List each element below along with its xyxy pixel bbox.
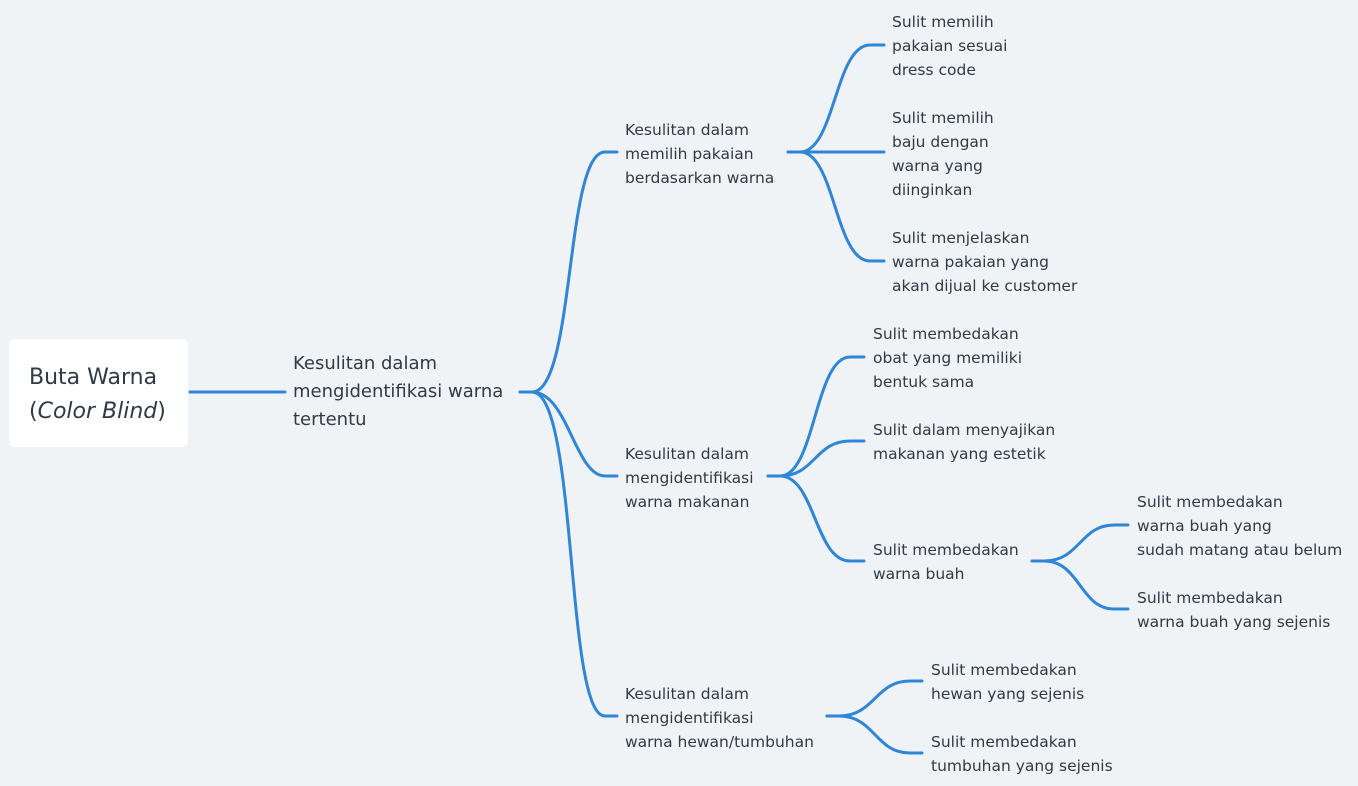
leaf-desired-color[interactable]: Sulit memilih baju dengan warna yang dii… [892, 109, 994, 199]
leaf-fruit-ripeness[interactable]: Sulit membedakan warna buah yang sudah m… [1137, 493, 1343, 559]
root-topic-title: Buta Warna [29, 365, 158, 390]
connector-main-to-clothing [518, 150, 619, 394]
connector-fauna-flora-to-animals [825, 679, 924, 718]
subtopic-food[interactable]: Kesulitan dalam mengidentifikasi warna m… [625, 445, 754, 511]
main-topic-node[interactable]: Kesulitan dalam mengidentifikasi warna t… [293, 353, 504, 430]
connector-fauna-flora-to-plants [825, 714, 924, 755]
subtopic-clothing[interactable]: Kesulitan dalam memilih pakaian berdasar… [625, 121, 775, 187]
connector-clothing-to-dress-code [786, 43, 886, 154]
connector-food-to-aesthetic [766, 439, 866, 478]
connector-main-to-fauna-flora [518, 390, 619, 718]
leaf-fruit-color[interactable]: Sulit membedakan warna buah [873, 541, 1019, 583]
leaf-aesthetic-food[interactable]: Sulit dalam menyajikan makanan yang este… [873, 421, 1056, 463]
leaf-fruit-similar[interactable]: Sulit membedakan warna buah yang sejenis [1137, 589, 1331, 631]
connector-clothing-to-explain-color [786, 150, 886, 263]
root-topic-subtitle: (Color Blind) [29, 399, 166, 424]
leaf-similar-animals[interactable]: Sulit membedakan hewan yang sejenis [931, 661, 1085, 703]
subtopic-fauna-flora[interactable]: Kesulitan dalam mengidentifikasi warna h… [625, 685, 814, 751]
connector-fruit-to-ripeness [1030, 523, 1130, 563]
connector-food-to-fruit-color [766, 474, 866, 563]
leaf-medicine[interactable]: Sulit membedakan obat yang memiliki bent… [873, 325, 1023, 391]
leaf-dress-code[interactable]: Sulit memilih pakaian sesuai dress code [892, 13, 1008, 79]
connector-main-to-food [518, 390, 619, 478]
connector-fruit-to-similar [1030, 559, 1130, 611]
leaf-similar-plants[interactable]: Sulit membedakan tumbuhan yang sejenis [931, 733, 1113, 775]
root-topic-card[interactable]: Buta Warna (Color Blind) [9, 339, 188, 447]
leaf-explain-color[interactable]: Sulit menjelaskan warna pakaian yang aka… [892, 229, 1078, 295]
